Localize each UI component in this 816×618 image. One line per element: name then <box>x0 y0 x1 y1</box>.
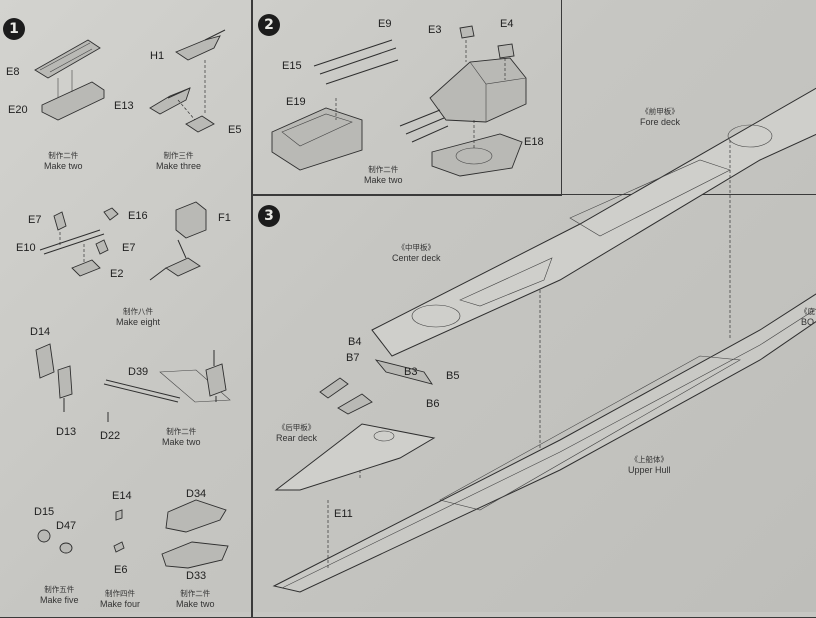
label-fore-deck: 《前甲板》Fore deck <box>640 107 681 127</box>
label-e2: E2 <box>110 268 124 280</box>
part-d15-e14-d34-drawing <box>37 499 229 569</box>
label-e16: E16 <box>128 210 148 222</box>
label-h1: H1 <box>150 50 165 62</box>
label-e4: E4 <box>500 18 514 30</box>
label-e7-top: E7 <box>28 214 42 226</box>
label-e8: E8 <box>6 66 20 78</box>
part-h1-e13-e5-drawing <box>149 29 226 133</box>
part-d14-d39-drawing <box>35 343 231 422</box>
label-e11: E11 <box>334 508 353 520</box>
label-f1: F1 <box>218 212 231 224</box>
label-d39: D39 <box>128 366 149 378</box>
label-b6: B6 <box>426 398 440 410</box>
label-d33: D33 <box>186 570 207 582</box>
label-b3: B3 <box>404 366 418 378</box>
label-d14: D14 <box>30 326 51 338</box>
label-e15: E15 <box>282 60 302 72</box>
label-center-deck: 《中甲板》Center deck <box>392 243 441 263</box>
label-d13: D13 <box>56 426 77 438</box>
label-e9: E9 <box>378 18 392 30</box>
turret-drawing <box>271 25 527 177</box>
label-d34: D34 <box>186 488 207 500</box>
label-b4: B4 <box>348 336 362 348</box>
label-e18: E18 <box>524 136 544 148</box>
label-b5: B5 <box>446 370 460 382</box>
label-d22: D22 <box>100 430 121 442</box>
step2-panel <box>252 0 562 196</box>
hull-drawing <box>272 87 816 593</box>
label-d15: D15 <box>34 506 55 518</box>
label-e10: E10 <box>16 242 36 254</box>
label-e6: E6 <box>114 564 128 576</box>
label-rear-deck: 《后甲板》Rear deck <box>276 423 318 443</box>
label-d47: D47 <box>56 520 77 532</box>
label-e14: E14 <box>112 490 132 502</box>
part-e8-e20-drawing <box>34 39 105 121</box>
label-e3: E3 <box>428 24 442 36</box>
label-b7: B7 <box>346 352 360 364</box>
label-e20: E20 <box>8 104 28 116</box>
label-e5: E5 <box>228 124 242 136</box>
label-upper-hull: 《上船体》Upper Hull <box>628 455 671 475</box>
step-badge-3: 3 <box>258 205 280 227</box>
step-badge-2: 2 <box>258 14 280 36</box>
part-e7-e16-f1-drawing <box>39 201 207 281</box>
label-e13: E13 <box>114 100 134 112</box>
step-badge-1: 1 <box>3 18 25 40</box>
label-e7-bottom: E7 <box>122 242 136 254</box>
label-e19: E19 <box>286 96 306 108</box>
